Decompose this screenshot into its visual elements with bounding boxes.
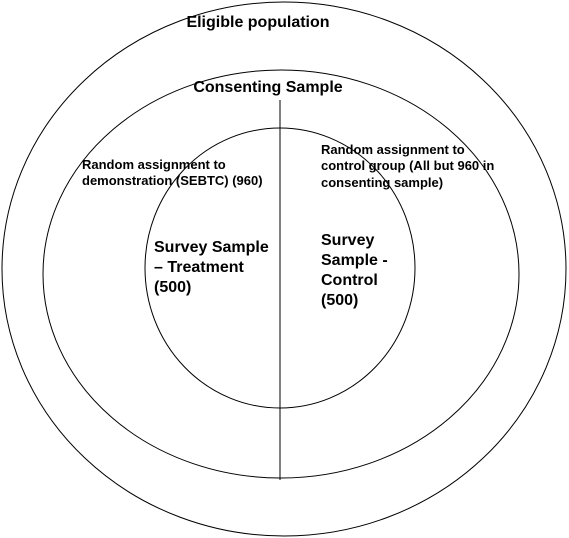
consenting-sample-label: Consenting Sample [193, 79, 343, 96]
eligible-population-label: Eligible population [186, 14, 330, 31]
survey-treatment-label: Survey Sample – Treatment (500) [154, 239, 269, 296]
survey-control-label: Survey Sample - Control (500) [321, 232, 388, 309]
consenting-sample-circle [42, 69, 520, 479]
demonstration-assignment-label: Random assignment to demonstration (SEBT… [82, 157, 263, 189]
control-assignment-label: Random assignment to control group (All … [321, 142, 495, 190]
